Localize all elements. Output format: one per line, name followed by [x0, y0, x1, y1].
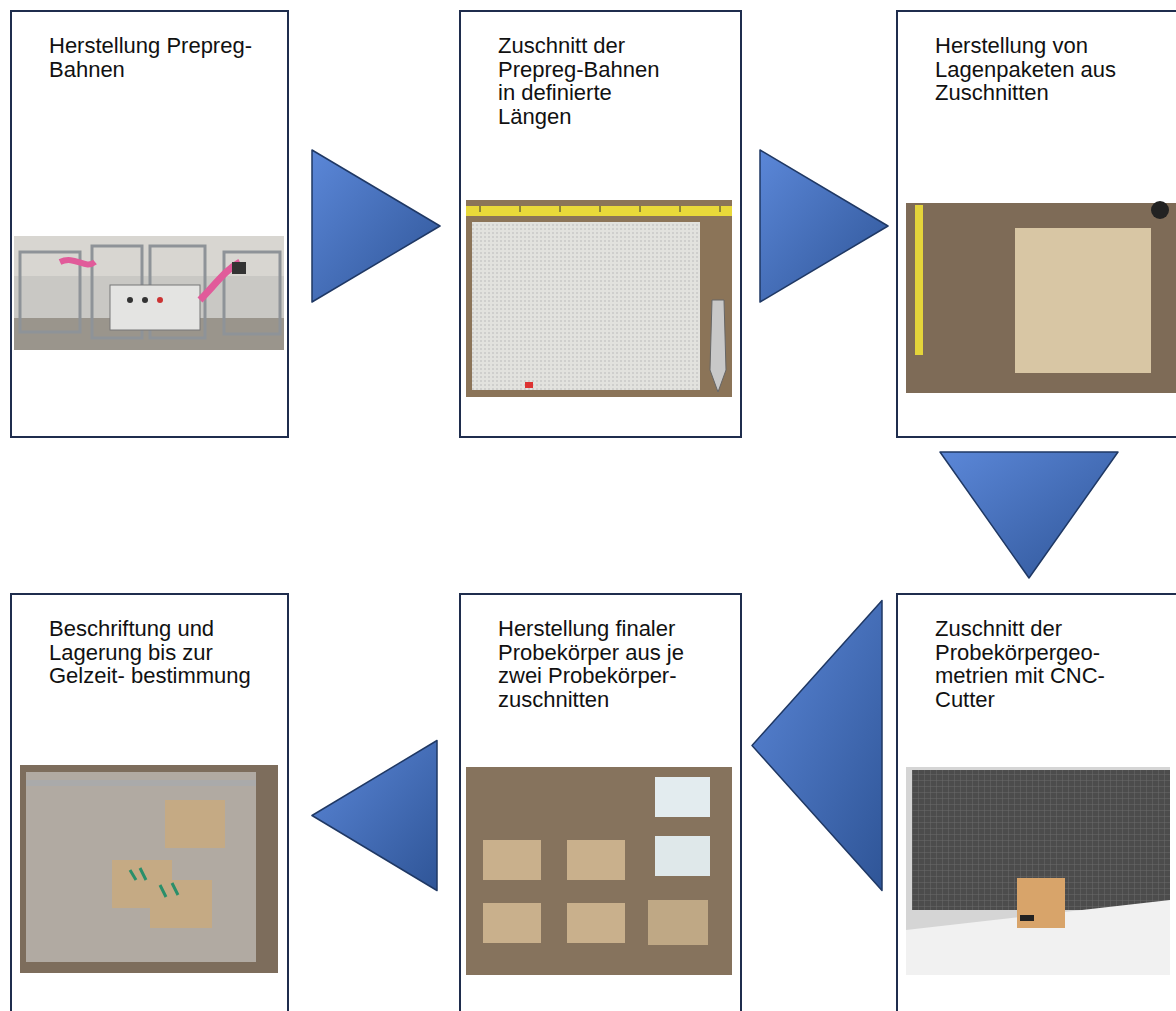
step-label: Beschriftung und Lagerung bis zur Gelzei…: [49, 617, 264, 688]
process-box: Herstellung finaler Probekörper aus je z…: [459, 593, 742, 1011]
step-label: Herstellung finaler Probekörper aus je z…: [498, 617, 713, 711]
step-label: Zuschnitt der Probekörpergeo- metrien mi…: [935, 617, 1145, 711]
machine-photo: [14, 236, 284, 350]
flow-arrow: [752, 601, 882, 891]
process-box: Zuschnitt der Prepreg-Bahnen in definier…: [459, 10, 742, 438]
step-label: Herstellung von Lagenpaketen aus Zuschni…: [935, 34, 1150, 105]
ply-stack-photo: [906, 201, 1176, 393]
step-label: Herstellung Prepreg-Bahnen: [49, 34, 259, 81]
step-label: Zuschnitt der Prepreg-Bahnen in definier…: [498, 34, 668, 128]
storage-bag-photo: [20, 765, 278, 973]
process-box: Beschriftung und Lagerung bis zur Gelzei…: [10, 593, 289, 1011]
fabric-photo: [466, 200, 732, 397]
process-box: Zuschnitt der Probekörpergeo- metrien mi…: [896, 593, 1176, 1011]
flow-arrow: [312, 741, 437, 891]
flow-arrow: [940, 452, 1118, 578]
process-box: Herstellung von Lagenpaketen aus Zuschni…: [896, 10, 1176, 438]
flow-arrow: [760, 150, 888, 302]
process-box: Herstellung Prepreg-Bahnen: [10, 10, 289, 438]
specimen-photo: [466, 767, 732, 975]
cnc-cutter-photo: [906, 767, 1170, 975]
flow-arrow: [312, 150, 440, 302]
